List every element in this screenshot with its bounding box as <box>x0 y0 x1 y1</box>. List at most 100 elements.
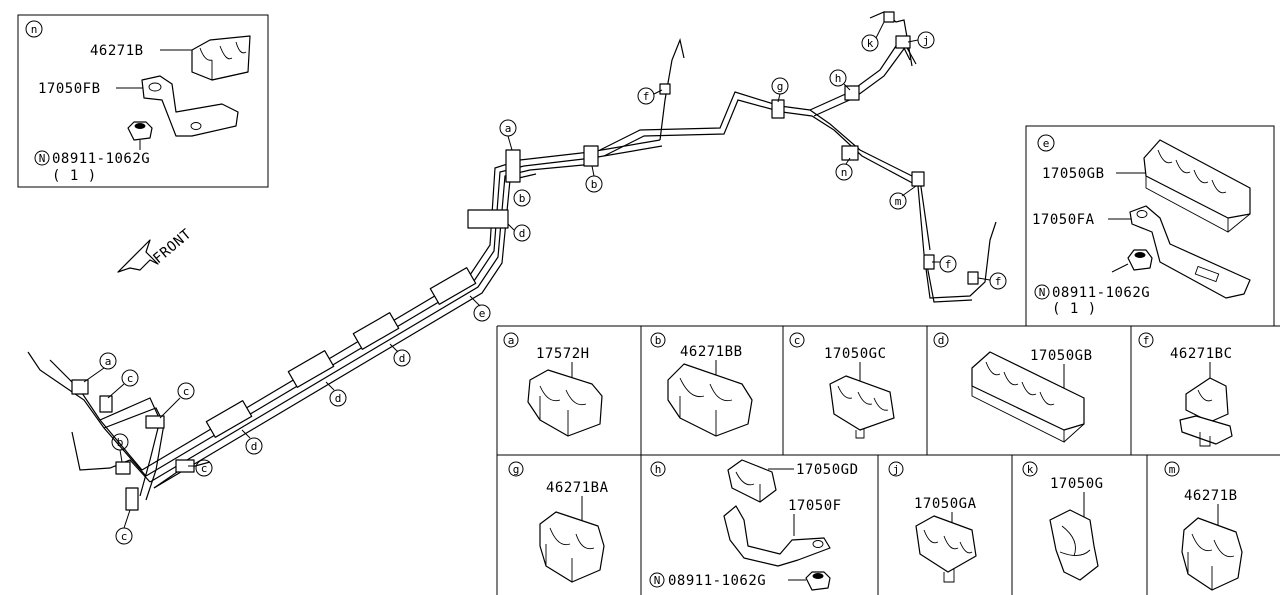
cell-g: g 46271BA <box>508 461 609 583</box>
svg-text:c: c <box>121 530 128 543</box>
cell-b-part: 46271BB <box>680 344 743 360</box>
cell-j: j 17050GA <box>888 461 977 583</box>
svg-text:a: a <box>508 334 515 347</box>
inset-e-nut-prefix: N <box>1039 286 1046 299</box>
callout-a1: a <box>499 119 517 151</box>
inset-n-letter: n <box>31 23 38 36</box>
svg-text:c: c <box>183 385 190 398</box>
callout-k1: k <box>861 21 885 52</box>
svg-text:b: b <box>655 334 662 347</box>
quad-clip-drawing <box>1143 139 1251 233</box>
svg-text:e: e <box>479 307 486 320</box>
callout-d4: d <box>241 429 263 455</box>
cell-h-part-nut: 08911-1062G <box>668 573 766 589</box>
svg-text:h: h <box>835 72 842 85</box>
callout-a2: a <box>83 352 117 383</box>
callout-d2: d <box>389 343 411 367</box>
inset-e-part-bracket: 17050FA <box>1032 212 1095 228</box>
cell-k-part: 17050G <box>1050 476 1104 492</box>
brake-tube-routing <box>27 11 997 511</box>
svg-text:d: d <box>938 334 945 347</box>
svg-text:n: n <box>841 166 848 179</box>
callout-f2: f <box>932 255 957 273</box>
cell-h-part-clip: 17050GD <box>796 462 859 478</box>
svg-text:d: d <box>335 392 342 405</box>
callout-h1: h <box>829 69 851 91</box>
svg-text:j: j <box>893 463 900 476</box>
cell-h-part-bracket: 17050F <box>788 498 842 514</box>
double-clip-drawing <box>191 35 251 81</box>
long-bracket-drawing <box>1129 205 1251 299</box>
cell-m-part: 46271B <box>1184 488 1238 504</box>
cell-b: b 46271BB <box>650 332 753 437</box>
nut-drawing-e <box>1127 249 1153 271</box>
svg-text:g: g <box>513 463 520 476</box>
svg-text:c: c <box>794 334 801 347</box>
svg-text:m: m <box>1169 463 1176 476</box>
cell-j-part: 17050GA <box>914 496 977 512</box>
callout-c3: c <box>188 459 213 477</box>
inset-n-part-nut: 08911-1062G <box>52 151 150 167</box>
inset-n-nut-marker <box>34 150 50 166</box>
callout-c2: c <box>159 382 195 419</box>
svg-text:m: m <box>895 195 902 208</box>
inset-e-part-nut: 08911-1062G <box>1052 285 1150 301</box>
svg-text:h: h <box>655 463 662 476</box>
svg-text:f: f <box>995 275 1002 288</box>
svg-text:k: k <box>1027 463 1034 476</box>
cell-h-nut-prefix: N <box>654 574 661 587</box>
inset-n-letter-circle <box>25 20 43 38</box>
inset-n-part-bracket: 17050FB <box>38 81 101 97</box>
front-arrow: FRONT <box>117 226 195 273</box>
inset-n-part-clip: 46271B <box>90 43 144 59</box>
callout-d1: d <box>507 223 531 242</box>
cell-m: m 46271B <box>1164 461 1243 591</box>
svg-text:a: a <box>105 355 112 368</box>
inset-n-frame <box>17 14 269 188</box>
svg-text:f: f <box>1143 334 1150 347</box>
cell-d: d 17050GB <box>933 332 1093 443</box>
cell-f: f 46271BC <box>1138 332 1233 447</box>
cell-a: a 17572H <box>503 332 603 437</box>
cell-c-part: 17050GC <box>824 346 887 362</box>
cell-h: h 17050GD 17050F N 08911-1062G <box>649 459 859 591</box>
svg-text:f: f <box>643 90 650 103</box>
callout-c1: c <box>107 369 139 399</box>
callout-e1: e <box>469 295 491 322</box>
callout-n1: n <box>835 157 853 181</box>
svg-text:b: b <box>519 192 526 205</box>
callout-g1: g <box>771 77 789 103</box>
svg-text:c: c <box>201 462 208 475</box>
callout-c4: c <box>115 509 133 545</box>
svg-text:k: k <box>867 37 874 50</box>
svg-text:d: d <box>399 352 406 365</box>
inset-n-qty: ( 1 ) <box>52 168 97 184</box>
svg-text:b: b <box>591 178 598 191</box>
callout-f1: f <box>637 87 663 105</box>
cell-a-part: 17572H <box>536 346 590 362</box>
callout-b2: b <box>585 165 603 193</box>
cell-k: k 17050G <box>1022 461 1104 581</box>
cell-d-part: 17050GB <box>1030 348 1093 364</box>
svg-text:d: d <box>519 227 526 240</box>
callout-b1: b <box>513 189 531 207</box>
cell-g-part: 46271BA <box>546 480 609 496</box>
cell-c: c 17050GC <box>789 332 895 439</box>
parts-grid: a 17572H b 46271BB c 17050GC d <box>496 325 1280 595</box>
inset-e: e 17050GB 17050FA N 08911-1062G ( 1 ) <box>1025 125 1275 327</box>
routing-callouts: a b b d e d d d f g h k j n m f f a c c … <box>83 21 1007 545</box>
svg-text:c: c <box>127 372 134 385</box>
inset-n-nut-prefix: N <box>39 152 46 165</box>
svg-text:d: d <box>251 440 258 453</box>
callout-f3: f <box>977 272 1007 290</box>
cell-f-part: 46271BC <box>1170 346 1233 362</box>
front-label: FRONT <box>150 226 195 267</box>
callout-j1: j <box>907 31 935 49</box>
inset-e-qty: ( 1 ) <box>1052 301 1097 317</box>
svg-text:f: f <box>945 258 952 271</box>
inset-e-part-clip: 17050GB <box>1042 166 1105 182</box>
svg-text:g: g <box>777 80 784 93</box>
inset-e-letter: e <box>1043 137 1050 150</box>
svg-text:j: j <box>923 34 930 47</box>
nut-drawing <box>127 121 153 141</box>
